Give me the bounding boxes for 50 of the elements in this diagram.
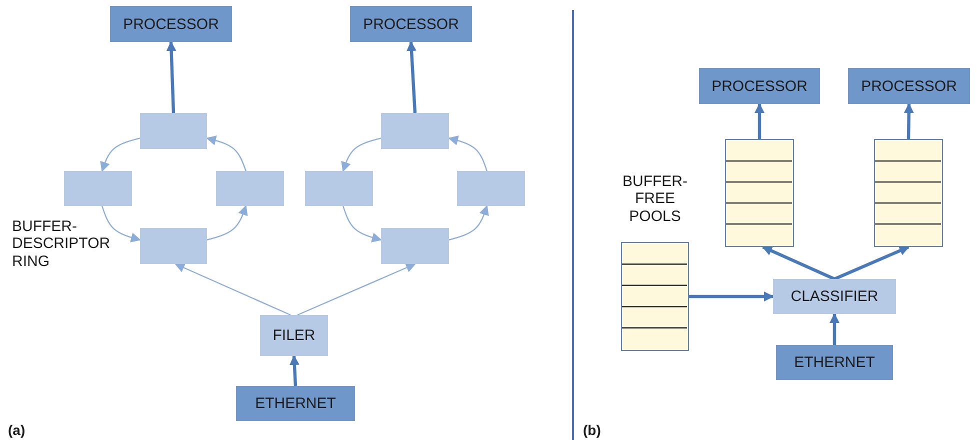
node-label: CLASSIFIER [790,288,878,305]
node-label: FILER [272,327,316,344]
buffer-box [140,113,207,149]
arrow [341,138,382,172]
arrow [762,246,836,280]
arrow [448,205,489,240]
process-box [236,386,355,421]
arrow [100,138,140,172]
queue-drawing [621,242,689,351]
buffer-box [381,228,449,264]
arrow [448,136,488,172]
arrow [166,41,176,114]
arrow [102,206,141,242]
node-label: PROCESSOR [363,16,459,32]
arrow [406,41,417,114]
buffer-box [457,171,525,206]
buffer-box [140,228,207,264]
queue-drawing [874,139,943,247]
panel-label: (b) [583,422,602,438]
buffer-box [64,171,132,206]
arrow [289,355,300,386]
arrow [830,313,840,345]
process-box [350,6,472,42]
buffer-box [216,171,284,206]
buffer-box [305,171,373,206]
arrow [754,103,764,139]
arrow [174,263,291,316]
node-label: ETHERNET [794,354,875,371]
arrow [689,292,774,302]
node-label: PROCESSOR [712,78,808,94]
arrow [834,246,910,280]
arrow [342,206,382,242]
arrow [206,205,248,240]
arrow [206,136,246,172]
node-label: PROCESSOR [123,16,219,32]
buffer-box [381,113,449,149]
process-box [260,315,328,356]
annotation-text: BUFFER- FREE POOLS [622,173,688,225]
queue-drawing [725,139,794,247]
process-box [110,6,232,42]
node-label: PROCESSOR [861,78,957,94]
process-box [776,345,893,380]
process-box [848,68,970,104]
panel-label: (a) [8,422,26,438]
node-label: ETHERNET [255,395,336,412]
process-box [699,68,820,104]
annotation-text: BUFFER- DESCRIPTOR RING [12,218,112,270]
process-box [773,279,896,314]
arrow [904,103,914,140]
arrow [297,263,416,316]
